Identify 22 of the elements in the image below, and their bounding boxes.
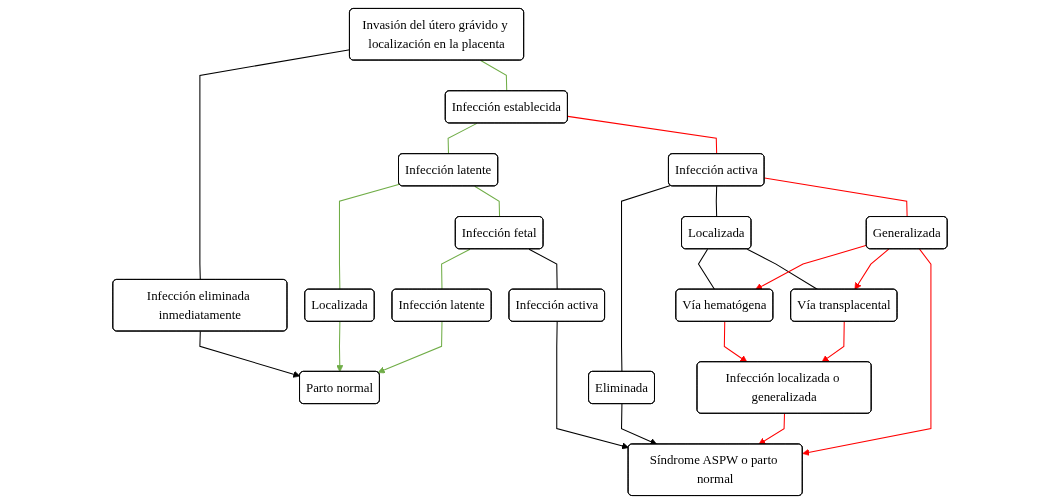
connector: [567, 115, 718, 155]
arrow: [802, 248, 932, 456]
connector: [763, 177, 908, 218]
connector: [697, 248, 716, 291]
arrow: [556, 321, 629, 450]
arrow: [377, 321, 443, 374]
arrow: [758, 413, 785, 445]
arrow: [723, 321, 748, 363]
arrow: [199, 330, 301, 378]
arrow: [755, 244, 868, 290]
connector: [621, 184, 671, 373]
arrow: [854, 248, 890, 290]
connector: [338, 183, 401, 291]
connector: [199, 49, 351, 281]
connector: [715, 185, 718, 218]
connector: [480, 59, 508, 92]
connector: [746, 248, 819, 291]
arrow: [621, 403, 658, 445]
arrow: [336, 321, 344, 373]
connector: [474, 185, 501, 218]
arrow: [821, 321, 845, 363]
connector: [447, 122, 478, 155]
